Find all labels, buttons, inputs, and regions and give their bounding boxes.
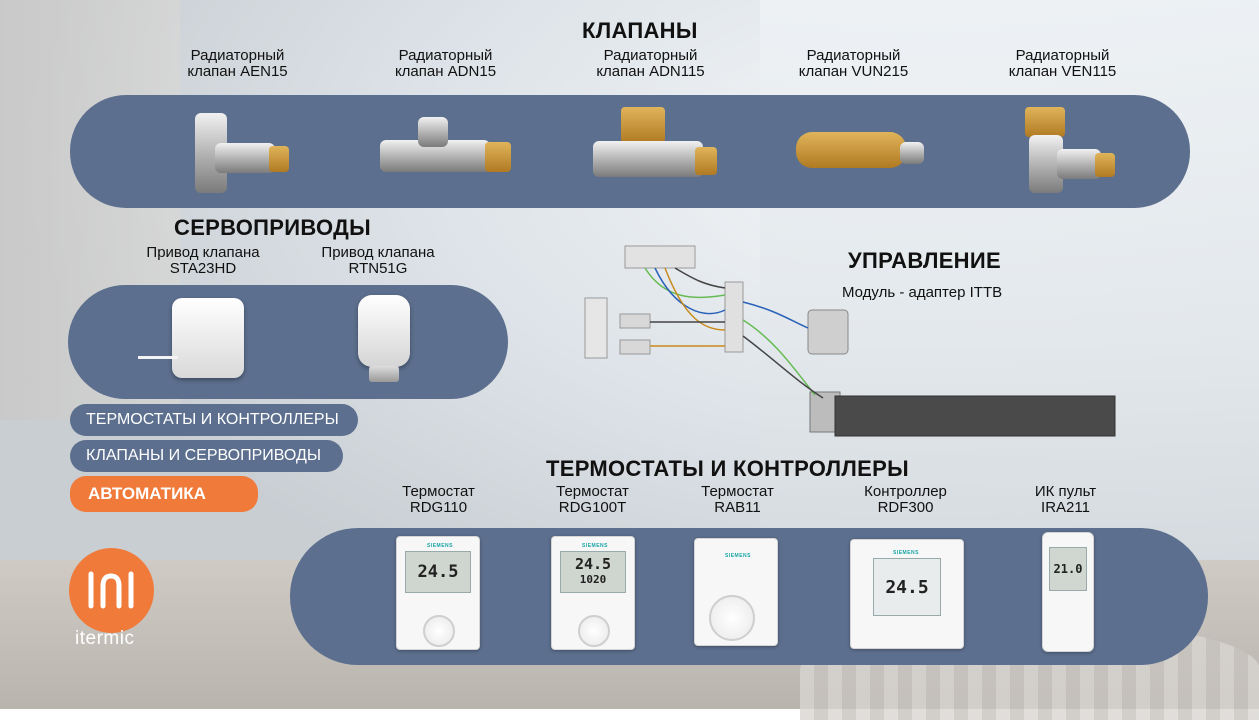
remote-ira211-image: 21.0 (1042, 532, 1094, 652)
brand-label: SIEMENS (427, 543, 454, 549)
thermostat-rab11-image: SIEMENS (694, 538, 778, 646)
actuator-rtn51g-base (369, 366, 399, 382)
display-time: 1020 (579, 573, 607, 586)
background-window (760, 0, 1259, 560)
valve-adn115-image (585, 103, 725, 198)
actuator-cable (138, 356, 178, 359)
valve-ven115-image (1015, 103, 1125, 198)
brand-label: SIEMENS (725, 553, 752, 559)
actuators-panel (68, 285, 508, 399)
controller-rdf300-image: SIEMENS 24.5 (850, 539, 964, 649)
actuators-title: СЕРВОПРИВОДЫ (174, 215, 371, 240)
control-wiring-diagram (584, 245, 1116, 437)
controller-display: 24.5 (873, 558, 941, 616)
thermostat-display: 24.5 (405, 551, 471, 593)
brand-label: SIEMENS (582, 543, 609, 549)
thermostat-rdg100t-image: SIEMENS 24.5 1020 (551, 536, 635, 650)
valve-adn15-image (380, 112, 520, 192)
valves-title: КЛАПАНЫ (582, 18, 698, 43)
thermostat-dial (709, 595, 755, 641)
thermostat-dial (578, 615, 610, 647)
thermostats-title: ТЕРМОСТАТЫ И КОНТРОЛЛЕРЫ (546, 456, 909, 481)
logo-icon (69, 548, 154, 633)
nav-thermostats-button[interactable]: ТЕРМОСТАТЫ И КОНТРОЛЛЕРЫ (70, 404, 358, 436)
display-temp: 24.5 (574, 555, 612, 573)
actuator-sta23hd-image (172, 298, 244, 378)
brand-label: SIEMENS (893, 550, 920, 556)
thermostat-display: 24.5 1020 (560, 551, 626, 593)
nav-valves-actuators-button[interactable]: КЛАПАНЫ И СЕРВОПРИВОДЫ (70, 440, 343, 472)
nav-automation-button[interactable]: АВТОМАТИКА (70, 476, 258, 512)
valve-aen15-image (185, 108, 295, 198)
remote-display: 21.0 (1049, 547, 1087, 591)
control-title: УПРАВЛЕНИЕ (848, 248, 1001, 273)
actuator-rtn51g-image (358, 295, 410, 367)
logo-text: itermic (75, 628, 135, 649)
valve-vun215-image (790, 112, 930, 192)
thermostat-dial (423, 615, 455, 647)
thermostat-rdg110-image: SIEMENS 24.5 (396, 536, 480, 650)
control-subtitle: Модуль - адаптер ITTB (842, 284, 1003, 301)
